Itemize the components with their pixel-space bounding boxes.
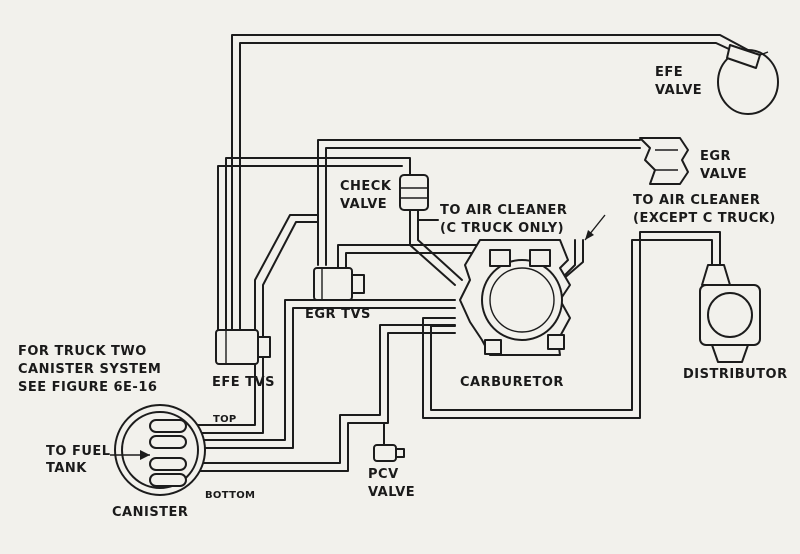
- label-distributor: DISTRIBUTOR: [683, 367, 788, 382]
- hose-pcv: [184, 324, 456, 464]
- hose-dist-2: [430, 239, 713, 411]
- label-egr-valve-2: VALVE: [700, 167, 747, 182]
- hose-tvs-carb-2: [345, 252, 481, 269]
- label-pcv-valve-1: PCV: [368, 467, 399, 482]
- carburetor-part: [459, 239, 571, 356]
- label-note-3: SEE FIGURE 6E-16: [18, 380, 157, 395]
- label-fuel-tank-1: TO FUEL: [46, 444, 111, 459]
- label-efe-valve-2: VALVE: [655, 83, 702, 98]
- pcv-valve-part: [373, 444, 405, 462]
- hose-pcv-2: [184, 332, 456, 472]
- efe-tvs-part: [215, 329, 271, 365]
- hose-dist: [422, 231, 721, 419]
- label-pcv-valve-2: VALVE: [368, 485, 415, 500]
- label-carburetor: CARBURETOR: [460, 375, 564, 390]
- distributor-part: [699, 264, 761, 363]
- efe-valve-part: [717, 44, 779, 115]
- label-air-cleaner-c-1: TO AIR CLEANER: [440, 203, 567, 218]
- label-air-cleaner-except-2: (EXCEPT C TRUCK): [633, 211, 776, 226]
- label-check-valve-2: VALVE: [340, 197, 387, 212]
- label-canister: CANISTER: [112, 505, 188, 520]
- labels: EFE VALVE EGR VALVE CHECK VALVE TO AIR C…: [18, 65, 788, 520]
- hose-canister-carb: [184, 299, 456, 441]
- label-check-valve-1: CHECK: [340, 179, 392, 194]
- hose-canister-top-2: [184, 221, 319, 434]
- label-air-cleaner-except-1: TO AIR CLEANER: [633, 193, 760, 208]
- hose-check-2: [217, 165, 403, 331]
- egr-valve-part: [639, 137, 689, 185]
- hose-efe: [231, 34, 749, 331]
- hoses: [184, 34, 749, 472]
- label-egr-valve-1: EGR: [700, 149, 731, 164]
- label-egr-tvs: EGR TVS: [305, 307, 371, 322]
- hose-egr: [317, 139, 641, 266]
- label-note-2: CANISTER SYSTEM: [18, 362, 161, 377]
- check-valve-part: [399, 174, 429, 211]
- fuel-tank-arrow: [110, 450, 150, 460]
- label-efe-valve-1: EFE: [655, 65, 683, 80]
- label-bottom: BOTTOM: [205, 490, 255, 501]
- hose-check: [225, 157, 411, 331]
- label-fuel-tank-2: TANK: [46, 461, 87, 476]
- label-efe-tvs: EFE TVS: [212, 375, 275, 390]
- label-note-1: FOR TRUCK TWO: [18, 344, 147, 359]
- label-air-cleaner-c-2: (C TRUCK ONLY): [440, 221, 564, 236]
- label-top: TOP: [213, 414, 237, 425]
- hose-tvs-carb: [337, 244, 481, 269]
- egr-tvs-part: [313, 267, 365, 301]
- air-cleaner-arrow: [584, 214, 606, 241]
- canister-part: [114, 404, 206, 496]
- hose-canister-carb-2: [184, 307, 456, 449]
- hose-egr-2: [325, 147, 641, 266]
- hose-canister-top: [184, 214, 319, 426]
